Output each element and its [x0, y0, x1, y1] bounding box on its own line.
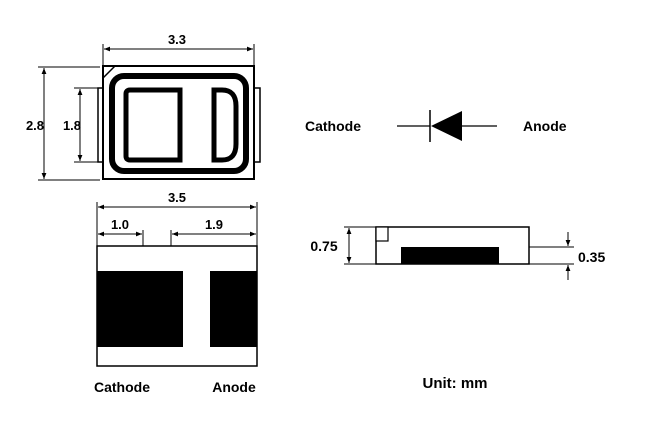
fp-total-label: 3.5 — [168, 190, 186, 205]
symbol-anode-triangle — [431, 111, 462, 141]
side-pad-label: 0.35 — [578, 249, 605, 265]
top-width-label: 3.3 — [168, 32, 186, 47]
left-die-pad — [123, 87, 183, 163]
top-view: 3.3 2.8 1.8 — [26, 32, 261, 181]
unit-label: Unit: mm — [423, 375, 488, 392]
top-height-label: 2.8 — [26, 118, 44, 133]
fp-left-label: 1.0 — [111, 217, 129, 232]
right-die-pad — [211, 87, 239, 163]
diode-symbol: Cathode Anode — [305, 110, 567, 142]
side-pad — [401, 247, 499, 264]
fp-anode-pad — [210, 271, 257, 347]
footprint-view: 3.5 1.0 1.9 Cathode Anode — [94, 190, 258, 395]
side-height-label: 0.75 — [310, 238, 337, 254]
fp-anode-label: Anode — [212, 379, 256, 395]
symbol-cathode-label: Cathode — [305, 118, 361, 134]
inner-height-label: 1.8 — [63, 118, 81, 133]
side-cathode-mark — [375, 226, 389, 242]
fp-cathode-pad — [97, 271, 183, 347]
fp-right-label: 1.9 — [205, 217, 223, 232]
cathode-mark-notch — [102, 65, 116, 79]
fp-cathode-label: Cathode — [94, 379, 150, 395]
side-view: 0.75 0.35 — [310, 226, 605, 280]
symbol-anode-label: Anode — [523, 118, 567, 134]
